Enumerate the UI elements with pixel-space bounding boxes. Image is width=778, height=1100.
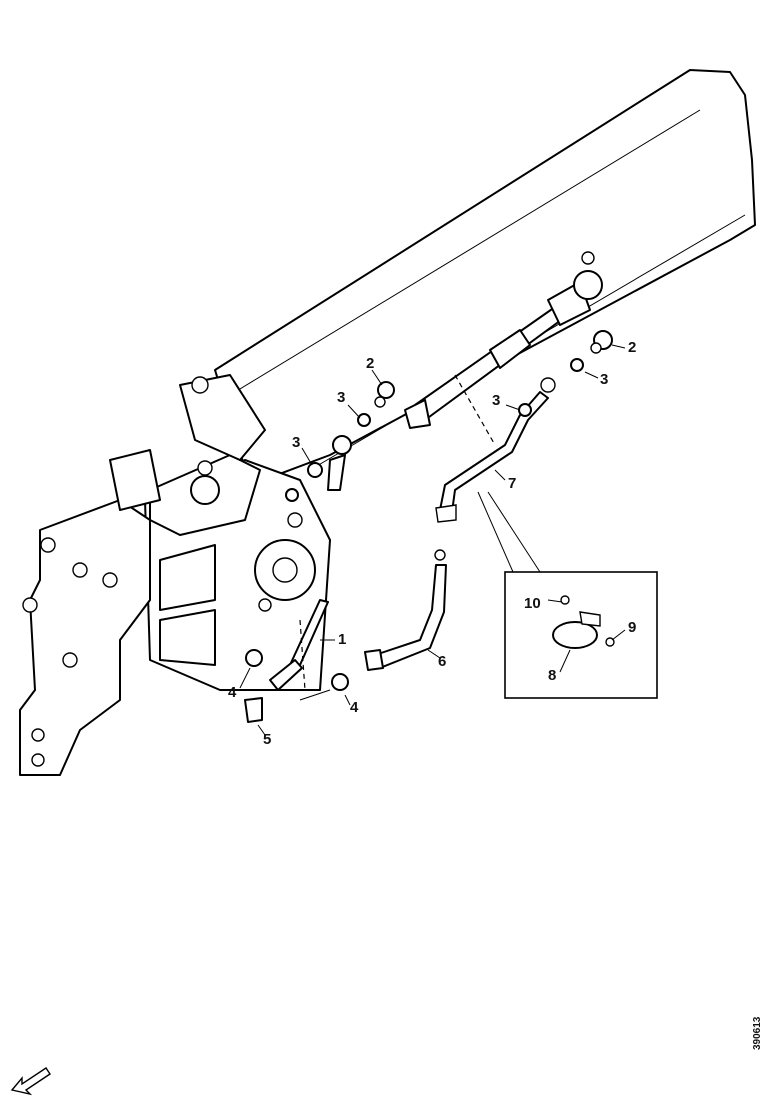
callout-9: 9 [628, 619, 637, 636]
washer-upper-left [357, 413, 371, 427]
adapter-4-left [245, 649, 263, 667]
arrow-down-left-icon [10, 1067, 51, 1096]
washer-pipe [518, 403, 532, 417]
mounting-bracket [19, 449, 161, 776]
hose-6 [364, 549, 447, 671]
callout-1: 1 [338, 631, 347, 648]
callout-10: 10 [524, 595, 541, 612]
washer-right [570, 358, 584, 372]
drag-link [404, 251, 603, 429]
hose-1 [269, 599, 329, 691]
callout-4-right: 4 [350, 699, 359, 716]
leader-lines [239, 344, 626, 736]
fitting-parts [244, 330, 613, 723]
elbow-fitting-5 [244, 697, 263, 723]
callout-4-left: 4 [228, 684, 237, 701]
callout-3-left: 3 [292, 434, 301, 451]
reference-code: 390613 [752, 1016, 763, 1050]
callout-3-upper-left: 3 [337, 389, 346, 406]
callout-3-pipe: 3 [492, 392, 501, 409]
detail-inset [477, 491, 658, 699]
callout-6: 6 [438, 653, 447, 670]
frame-rail [214, 69, 756, 486]
adapter-4-right [331, 673, 349, 691]
pipe-7 [435, 374, 556, 523]
hose-clamp-8 [552, 621, 598, 649]
banjo-fitting-left [332, 435, 352, 455]
callout-2-right: 2 [628, 339, 637, 356]
callout-7: 7 [508, 475, 517, 492]
callout-8: 8 [548, 667, 557, 684]
banjo-bolt-upper [377, 381, 395, 399]
steering-gear-housing [144, 374, 331, 691]
callout-2-upper-left: 2 [366, 355, 375, 372]
washer-left [307, 462, 323, 478]
callout-3-right: 3 [600, 371, 609, 388]
callout-5: 5 [263, 731, 272, 748]
